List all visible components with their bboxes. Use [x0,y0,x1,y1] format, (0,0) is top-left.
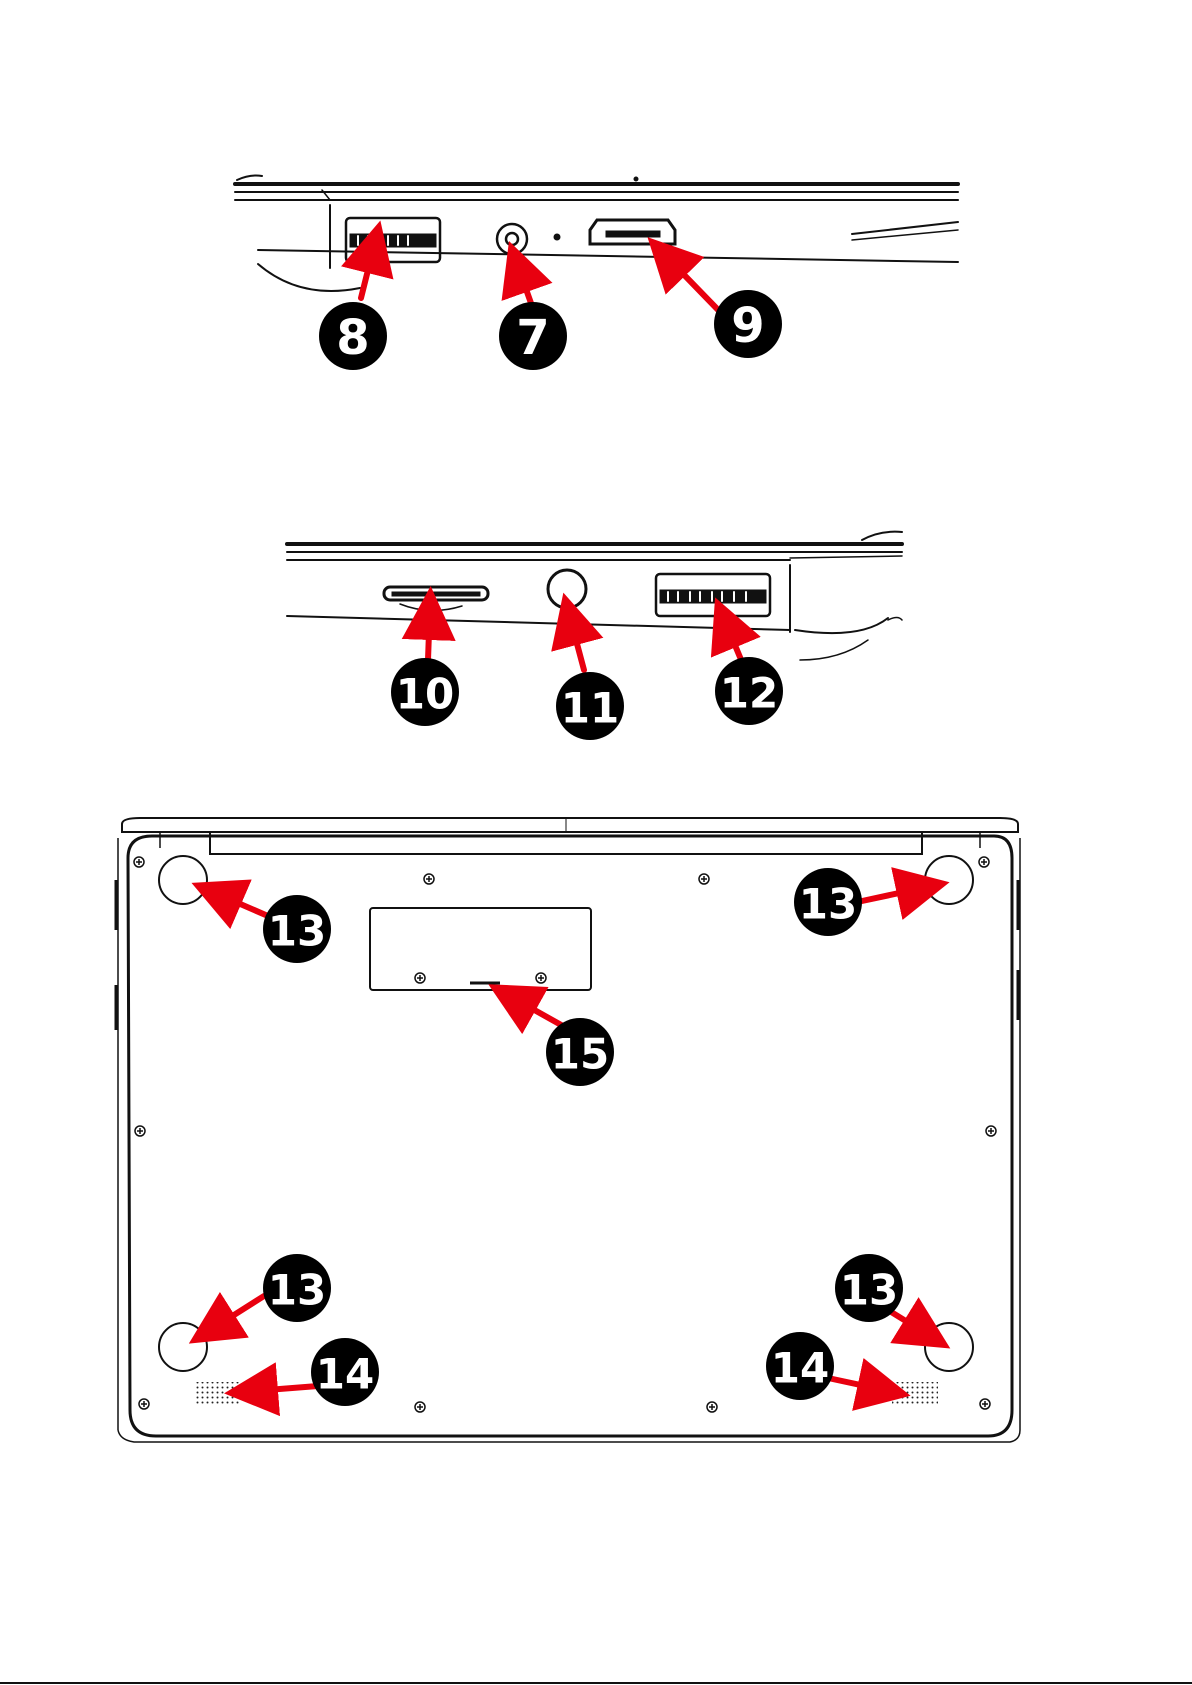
arrows [204,238,935,1392]
callout-label: 13 [268,1266,326,1315]
hdmi-port [590,220,675,244]
callout-label: 13 [840,1266,898,1315]
callout-13-top-right: 13 [794,868,862,936]
screw [415,1402,425,1412]
rubber-foot-bottom-right [925,1323,973,1371]
arrow-9 [660,250,724,316]
callout-label: 15 [551,1030,609,1079]
arrow-15 [504,993,563,1026]
usb-port-left [346,218,440,262]
callout-12: 12 [715,657,783,725]
callout-13-bottom-left: 13 [263,1254,331,1322]
lid-hinge [122,818,1018,832]
callout-7: 7 [499,302,567,370]
callout-label: 13 [268,907,326,956]
card-slot [384,587,488,611]
callout-label: 14 [771,1344,829,1393]
access-panel [370,908,591,990]
arrow-13-top-left [208,890,268,916]
left-side-view [235,176,958,292]
callout-label: 9 [731,298,764,354]
base-outline [128,836,1012,1436]
callout-14-right: 14 [766,1332,834,1400]
screw [134,857,144,867]
screw [415,973,425,983]
callout-13-bottom-right: 13 [835,1254,903,1322]
callout-label: 8 [336,310,369,366]
callout-10: 10 [391,658,459,726]
arrow-11 [568,610,584,670]
callout-label: 12 [720,669,778,718]
arrow-13-bottom-left [204,1296,264,1334]
speaker-grill-right [892,1382,938,1404]
callouts: 8 7 9 10 11 12 13 13 [263,290,903,1406]
callout-label: 11 [561,684,619,733]
arrow-12 [722,614,742,662]
arrow-14-left [242,1386,318,1392]
screw [699,874,709,884]
rubber-foot-top-right [925,856,973,904]
screw [986,1126,996,1136]
callout-label: 14 [316,1350,374,1399]
callout-11: 11 [556,672,624,740]
screw [139,1399,149,1409]
callout-label: 7 [516,310,549,366]
usb-port-right [656,574,770,616]
arrow-7 [515,258,532,306]
callout-label: 13 [799,880,857,929]
callout-14-left: 14 [311,1338,379,1406]
screw [979,857,989,867]
screw [135,1126,145,1136]
screw [980,1399,990,1409]
power-led [554,234,560,240]
screw [424,874,434,884]
audio-jack [548,570,586,608]
screw [536,973,546,983]
side-bottom-edge [258,250,958,262]
speaker-grill-left [194,1382,240,1404]
rubber-foot-top-left [159,856,207,904]
callout-13-top-left: 13 [263,895,331,963]
rubber-foot-bottom-left [159,1323,207,1371]
callout-15: 15 [546,1018,614,1086]
power-jack [497,224,527,254]
arrow-10 [428,604,430,660]
screw [707,1402,717,1412]
callout-8: 8 [319,302,387,370]
callout-label: 10 [396,670,454,719]
screws [134,857,996,1412]
arrow-13-top-right [862,886,932,901]
callout-9: 9 [714,290,782,358]
right-side-view [287,532,902,660]
arrow-14-right [828,1378,893,1392]
